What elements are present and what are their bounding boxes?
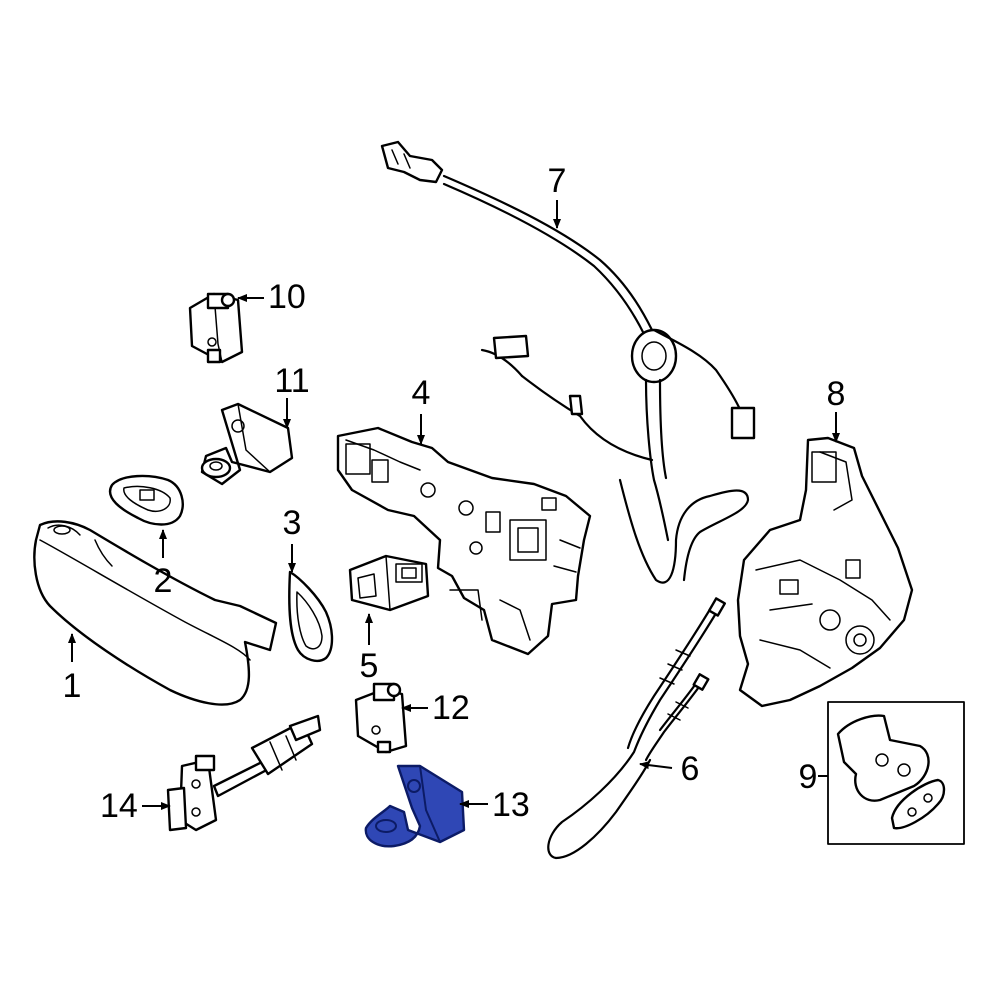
callout-10: 10 [268, 278, 306, 316]
part-6-cables[interactable] [547, 597, 727, 860]
part-5-housing[interactable] [348, 554, 430, 612]
callout-7: 7 [548, 162, 567, 200]
callout-5: 5 [360, 647, 379, 685]
callout-9: 9 [799, 758, 818, 796]
callout-1: 1 [63, 667, 82, 705]
part-13-bracket-highlighted[interactable] [364, 764, 466, 848]
part-9-striker-box[interactable] [827, 701, 965, 845]
callout-13: 13 [492, 786, 530, 824]
callout-11: 11 [274, 362, 309, 400]
callout-12: 12 [432, 689, 470, 727]
part-10-bracket[interactable] [188, 292, 244, 364]
callout-14: 14 [100, 787, 138, 825]
part-3-gasket[interactable] [288, 570, 334, 662]
part-14-door-check[interactable] [166, 714, 322, 832]
part-2-gasket[interactable] [108, 474, 184, 526]
callout-leaders [68, 200, 840, 810]
callout-2: 2 [154, 562, 173, 600]
part-12-bracket[interactable] [354, 682, 408, 754]
callout-4: 4 [412, 374, 431, 412]
part-11-bracket[interactable] [200, 402, 294, 486]
part-7-wiring-harness[interactable] [380, 140, 756, 584]
callout-8: 8 [827, 375, 846, 413]
part-1-door-handle[interactable] [33, 520, 278, 706]
callout-3: 3 [283, 504, 302, 542]
callout-labels: 1 2 3 4 5 6 7 8 9 10 11 12 13 14 [63, 162, 846, 825]
callout-6: 6 [681, 750, 700, 788]
part-8-door-latch[interactable] [736, 436, 914, 708]
part-4-lock-assembly[interactable] [336, 426, 592, 656]
